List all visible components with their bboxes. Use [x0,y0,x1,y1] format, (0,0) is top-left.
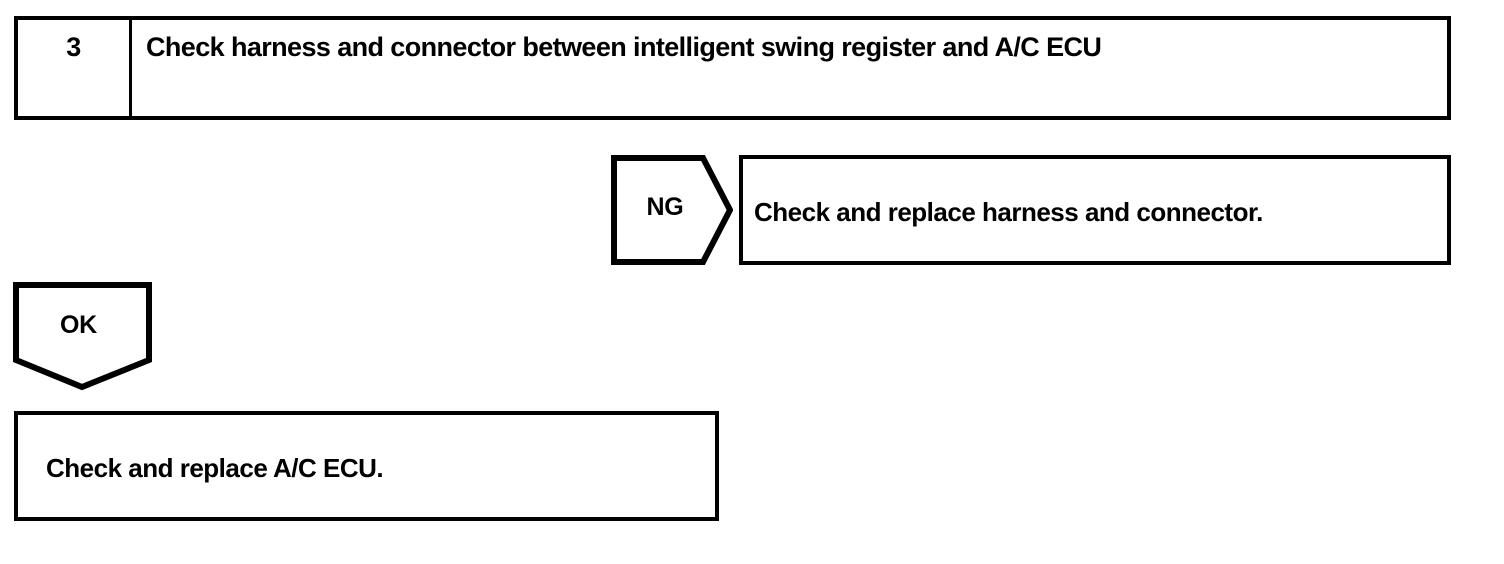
ok-arrow-icon [13,282,152,391]
ng-tag-label: NG [646,193,684,221]
step-number: 3 [66,32,81,62]
step-cell-divider [129,20,132,116]
ok-result-box: Check and replace A/C ECU. [14,411,719,521]
ng-branch-tag: NG [611,155,733,265]
ng-arrow-icon [611,155,733,265]
ok-tag-label: OK [60,311,97,339]
ng-result-text: Check and replace harness and connector. [754,197,1263,227]
ok-branch-tag: OK [13,282,152,392]
step-title: Check harness and connector between inte… [146,32,1102,62]
ng-result-box: Check and replace harness and connector. [739,155,1451,265]
step-header-box: 3 Check harness and connector between in… [14,16,1451,120]
ok-result-text: Check and replace A/C ECU. [46,453,384,483]
